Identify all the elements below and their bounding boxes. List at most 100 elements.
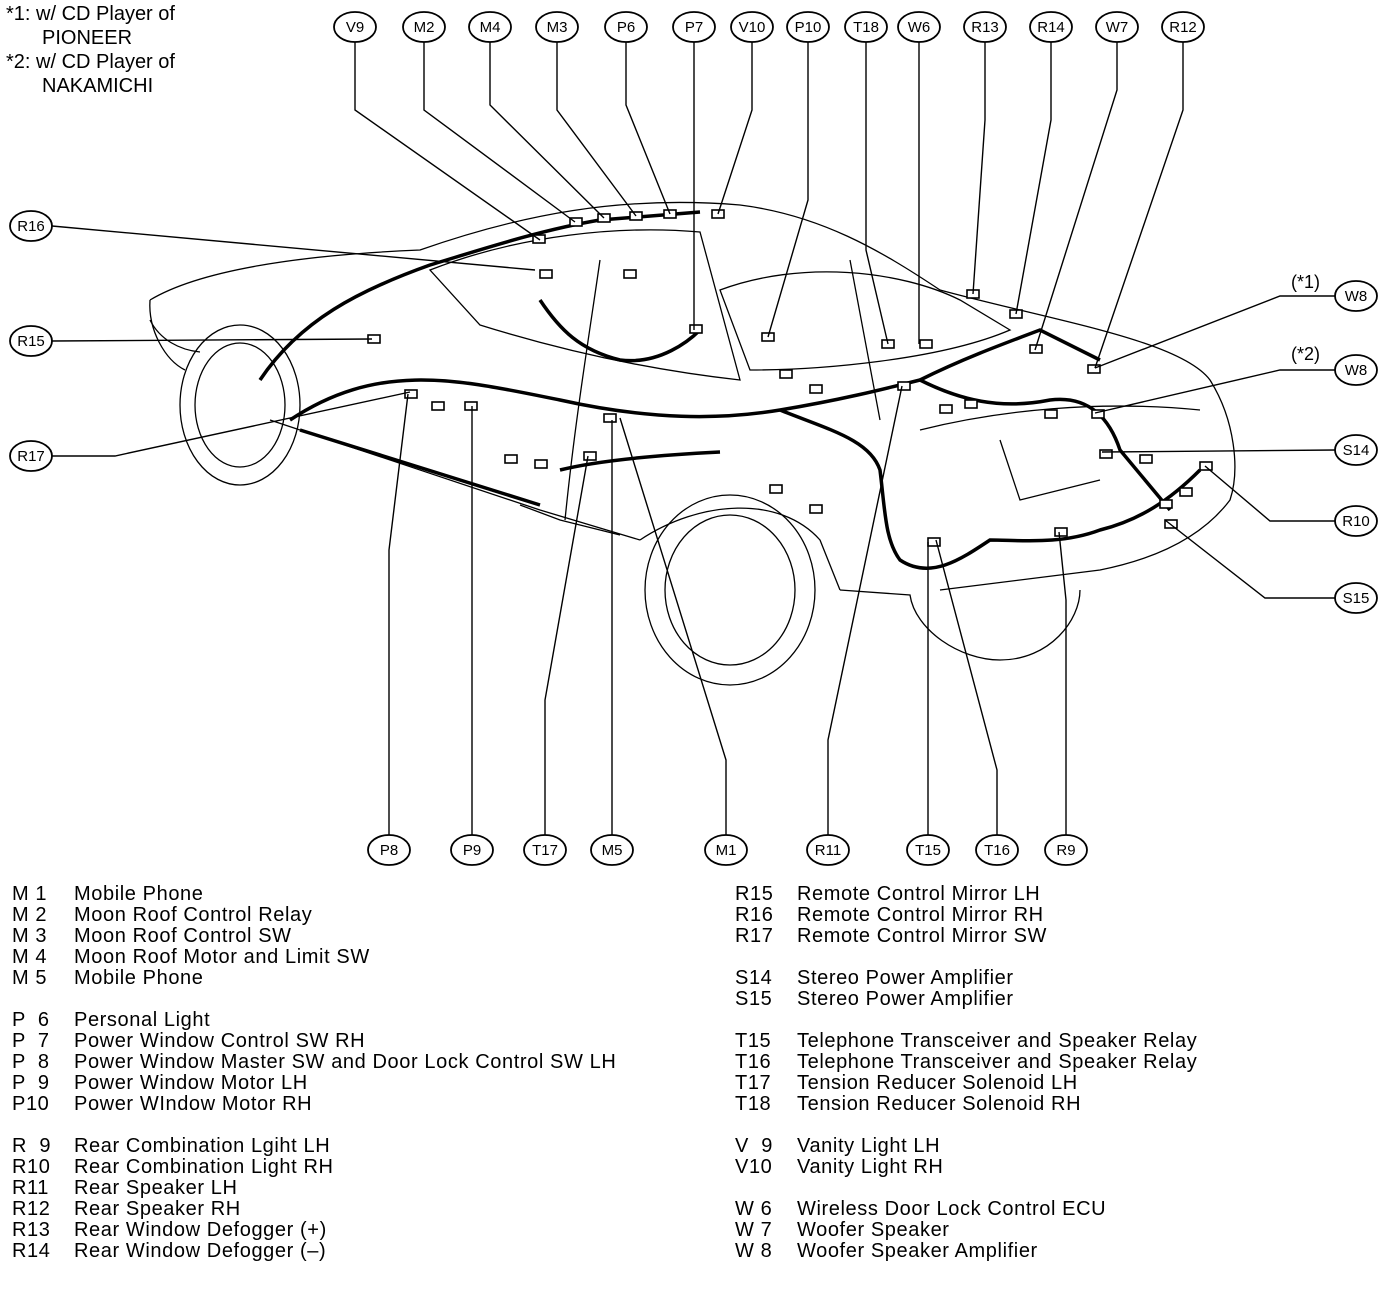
- legend-description: Stereo Power Amplifier: [797, 988, 1014, 1010]
- callout-p8: P8: [367, 834, 411, 866]
- cd-player-notes: *1: w/ CD Player of PIONEER *2: w/ CD Pl…: [6, 2, 175, 98]
- callout-label: M3: [547, 19, 568, 36]
- legend-description: Mobile Phone: [74, 967, 204, 989]
- callout-label: M2: [414, 19, 435, 36]
- callout-circle: [1161, 11, 1205, 43]
- callout-label: P6: [617, 19, 635, 36]
- callout-r17: R17: [9, 440, 53, 472]
- legend-entry: P 8 Power Window Master SW and Door Lock …: [12, 1052, 702, 1073]
- leader-line: [354, 42, 541, 241]
- callout-circle: [604, 11, 648, 43]
- legend-code: W 8: [735, 1240, 773, 1262]
- callout-label: S14: [1343, 442, 1370, 459]
- legend-description: Remote Control Mirror RH: [797, 904, 1044, 926]
- legend-description: Power WIndow Motor RH: [74, 1093, 313, 1115]
- callout-label: W7: [1106, 19, 1129, 36]
- callout-circle: [672, 11, 716, 43]
- callout-label: P8: [380, 842, 398, 859]
- legend-code: R11: [12, 1177, 50, 1199]
- callout-circle: [806, 834, 850, 866]
- legend-code: P 6: [12, 1009, 50, 1031]
- legend-description: Rear Speaker LH: [74, 1177, 238, 1199]
- callout-circle: [1334, 280, 1378, 312]
- car-body-outline: [149, 201, 1236, 686]
- callout-m4: M4: [468, 11, 512, 43]
- note-text: w/ CD Player of: [36, 3, 175, 25]
- leader-line: [423, 42, 576, 223]
- legend-description: Rear Window Defogger (–): [74, 1240, 327, 1262]
- connectors: [367, 209, 1213, 547]
- legend-description: Tension Reducer Solenoid LH: [797, 1072, 1078, 1094]
- leader-line: [1034, 42, 1118, 351]
- legend-code: T16: [735, 1051, 772, 1073]
- callout-w8: W8: [1334, 280, 1378, 312]
- callout-label: R16: [17, 218, 45, 235]
- legend-code: W 7: [735, 1219, 773, 1241]
- callout-m5: M5: [590, 834, 634, 866]
- legend-code: V 9: [735, 1135, 773, 1157]
- callout-p7: P7: [672, 11, 716, 43]
- callout-v10: V10: [730, 11, 774, 43]
- legend-description: Power Window Master SW and Door Lock Con…: [74, 1051, 617, 1073]
- callout-label: S15: [1343, 590, 1370, 607]
- legend-code: T17: [735, 1072, 772, 1094]
- leader-line: [51, 338, 373, 342]
- legend-description: Moon Roof Control SW: [74, 925, 292, 947]
- legend-description: Moon Roof Motor and Limit SW: [74, 946, 370, 968]
- callout-circle: [9, 440, 53, 472]
- legend-code: M 1: [12, 883, 48, 905]
- callout-t15: T15: [906, 834, 950, 866]
- callout-label: T18: [853, 19, 879, 36]
- callout-circle: [1334, 354, 1378, 386]
- leader-line: [717, 42, 753, 215]
- legend-description: Personal Light: [74, 1009, 211, 1031]
- callout-label: T17: [532, 842, 558, 859]
- callout-circle: [906, 834, 950, 866]
- legend-description: Mobile Phone: [74, 883, 204, 905]
- leader-line: [1101, 449, 1336, 453]
- callout-s14: S14: [1334, 434, 1378, 466]
- callout-label: R11: [815, 842, 841, 859]
- callout-label: M4: [480, 19, 501, 36]
- callout-circle: [844, 11, 888, 43]
- callout-label: R15: [17, 333, 45, 350]
- callout-w7: W7: [1095, 11, 1139, 43]
- callout-circle: [402, 11, 446, 43]
- callout-t18: T18: [844, 11, 888, 43]
- legend-description: Telephone Transceiver and Speaker Relay: [797, 1030, 1198, 1052]
- callout-circle: [590, 834, 634, 866]
- legend-code: M 4: [12, 946, 48, 968]
- leader-line: [972, 42, 986, 295]
- legend-entry: P 6 Personal Light: [12, 1010, 702, 1031]
- callout-label: R9: [1056, 842, 1075, 859]
- legend-code: P 8: [12, 1051, 50, 1073]
- callout-v9: V9: [333, 11, 377, 43]
- callout-p10: P10: [786, 11, 830, 43]
- callout-s15: S15: [1334, 582, 1378, 614]
- legend-description: Vanity Light LH: [797, 1135, 941, 1157]
- legend-description: Tension Reducer Solenoid RH: [797, 1093, 1082, 1115]
- legend-code: P 9: [12, 1072, 50, 1094]
- leader-line: [935, 539, 998, 835]
- callout-circle: [1095, 11, 1139, 43]
- callout-label: T16: [984, 842, 1010, 859]
- callout-circle: [897, 11, 941, 43]
- leader-line: [1015, 42, 1052, 315]
- callout-circle: [1029, 11, 1073, 43]
- note-text: w/ CD Player of: [36, 51, 175, 73]
- legend-code: R 9: [12, 1135, 52, 1157]
- legend-code: M 2: [12, 904, 48, 926]
